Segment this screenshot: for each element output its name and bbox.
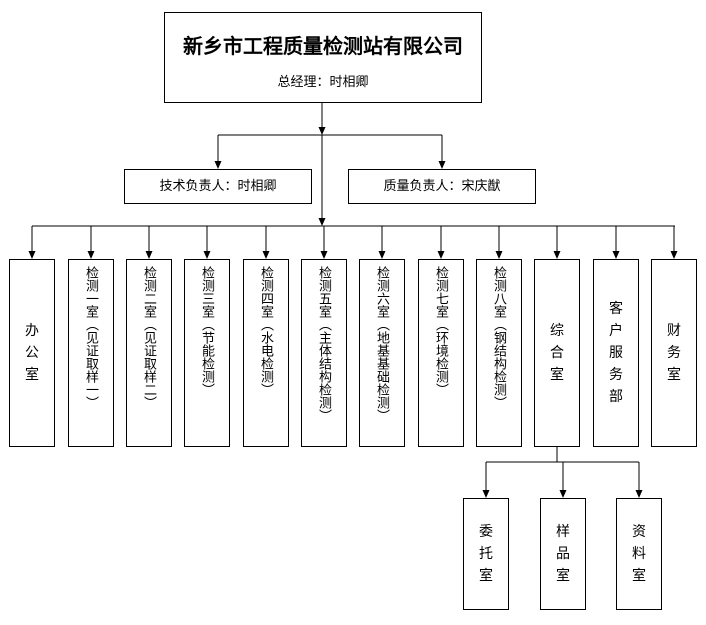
arrow-head-17 [482,490,490,498]
arrow-head-4 [318,218,326,226]
department-box-11: 客户服务部 [593,259,639,447]
arrow-head-3 [438,161,446,169]
department-label: 检测八室（钢结构检测） [491,266,506,409]
arrow-head-15 [612,251,620,259]
arrow-head-12 [437,251,445,259]
arrow-head-11 [378,251,386,259]
arrow-head-13 [495,251,503,259]
department-box-3: 检测二室（见证取样二） [126,259,172,447]
arrow-head-14 [553,251,561,259]
department-box-5: 检测四室（水电检测） [243,259,289,447]
quality-officer-box: 质量负责人：宋庆猷 [348,169,536,204]
department-box-10: 综合室 [534,259,580,447]
arrow-head-19 [635,490,643,498]
department-label: 检测五室（主体结构检测） [316,266,331,422]
department-box-1: 办公室 [9,259,55,447]
sub-department-label: 资料室 [632,524,646,584]
department-label: 检测七室（环境检测） [433,266,448,396]
department-label: 财务室 [667,323,681,383]
department-box-7: 检测六室（地基基础检测） [359,259,405,447]
department-label: 办公室 [25,323,39,383]
department-label: 检测二室（见证取样二） [141,266,156,409]
department-label: 检测四室（水电检测） [258,266,273,396]
arrow-head-1 [318,127,326,135]
arrow-head-8 [203,251,211,259]
company-title: 新乡市工程质量检测站有限公司 [183,34,463,58]
sub-department-box-3: 资料室 [616,498,662,610]
department-label: 综合室 [550,323,564,383]
sub-department-label: 样品室 [556,524,570,584]
department-label: 检测一室（见证取样一） [83,266,98,409]
arrow-head-16 [670,251,678,259]
sub-department-box-1: 委托室 [463,498,509,610]
department-box-4: 检测三室（节能检测） [184,259,230,447]
department-box-12: 财务室 [651,259,697,447]
department-label: 客户服务部 [609,301,623,405]
department-box-6: 检测五室（主体结构检测） [301,259,347,447]
arrow-head-7 [145,251,153,259]
quality-officer-label: 质量负责人：宋庆猷 [383,179,501,194]
technical-officer-box: 技术负责人：时相卿 [124,169,312,204]
sub-department-label: 委托室 [479,524,493,584]
department-box-8: 检测七室（环境检测） [418,259,464,447]
department-box-9: 检测八室（钢结构检测） [476,259,522,447]
arrow-head-18 [559,490,567,498]
department-label: 检测六室（地基基础检测） [374,266,389,422]
sub-department-box-2: 样品室 [540,498,586,610]
arrow-head-2 [214,161,222,169]
arrow-head-9 [262,251,270,259]
arrow-head-6 [87,251,95,259]
arrow-head-10 [320,251,328,259]
department-box-2: 检测一室（见证取样一） [68,259,114,447]
company-box: 新乡市工程质量检测站有限公司 总经理：时相卿 [164,12,482,103]
department-label: 检测三室（节能检测） [199,266,214,396]
arrow-head-5 [28,251,36,259]
technical-officer-label: 技术负责人：时相卿 [159,179,277,194]
general-manager-label: 总经理：时相卿 [277,75,369,90]
